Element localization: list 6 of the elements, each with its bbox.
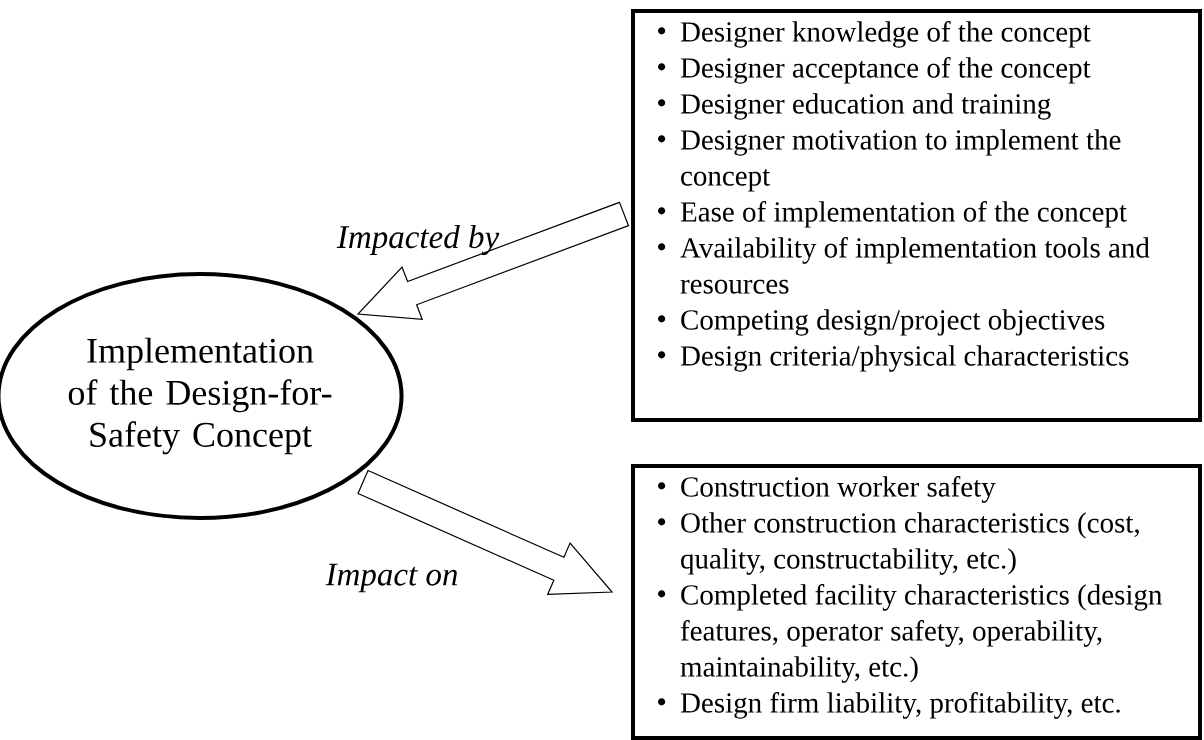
block-arrow	[356, 201, 630, 320]
bullet-list-box: Construction worker safety Other construction characteristics (cost, quality, constructability, etc.) Completed facility characteristics (design features, operator safety, operability, maintainability, etc.) Design firm liability, profitability, etc.	[631, 464, 1202, 740]
edge-label: Impact on	[325, 563, 458, 593]
bullet-list-box: Designer knowledge of the concept Designer acceptance of the concept Designer education and training Designer motivation to implement the concept Ease of implementation of the concept Availability of implementation tools and resources Competing design/project objectives Design criteria/physical characteristics	[631, 9, 1202, 422]
edge-label: Impacted by	[336, 225, 500, 255]
block-arrow	[357, 469, 614, 596]
